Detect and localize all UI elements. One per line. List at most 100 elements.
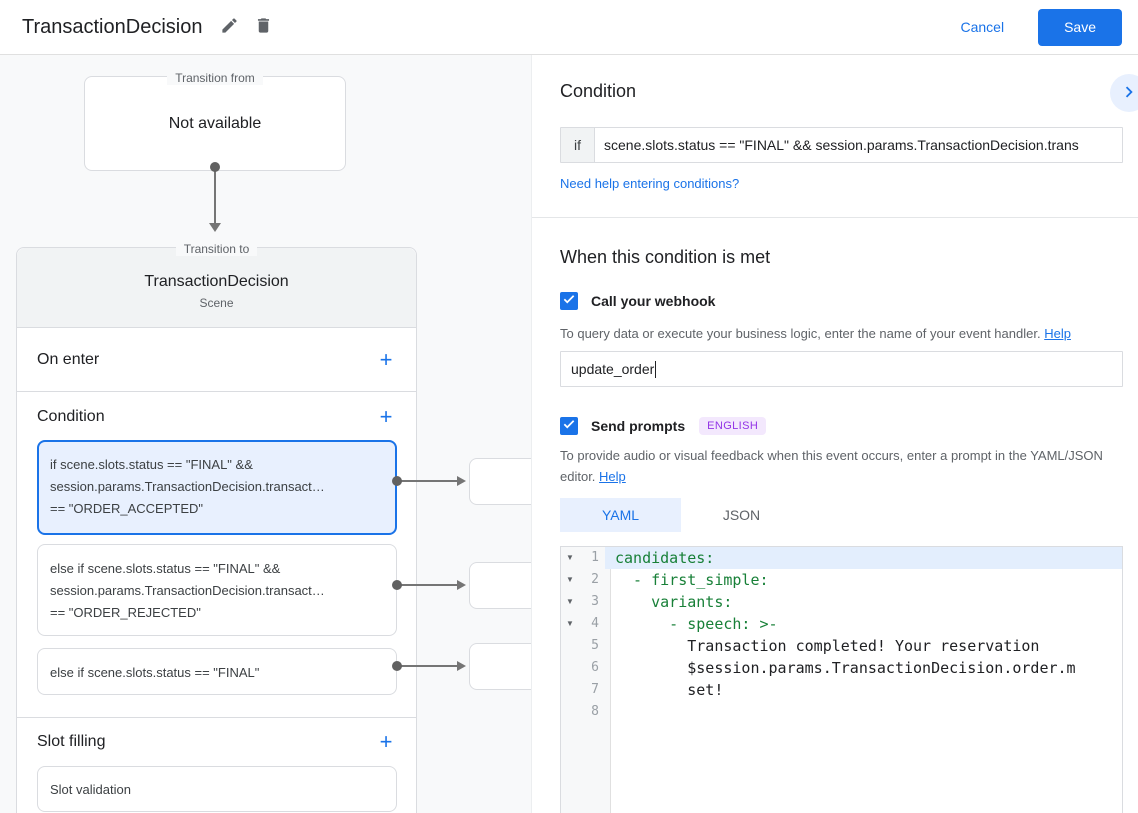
text-cursor bbox=[655, 360, 657, 378]
cancel-button[interactable]: Cancel bbox=[944, 11, 1020, 43]
webhook-checkbox-row: Call your webhook bbox=[560, 292, 715, 310]
on-enter-label: On enter bbox=[37, 350, 100, 368]
add-slot-filling-button[interactable]: + bbox=[370, 726, 402, 758]
arrow-right-icon bbox=[457, 661, 466, 671]
transition-to-box: Transition to TransactionDecision Scene … bbox=[16, 242, 417, 813]
tab-yaml[interactable]: YAML bbox=[560, 498, 681, 532]
webhook-help-link[interactable]: Help bbox=[1044, 326, 1071, 341]
webhook-checkbox[interactable] bbox=[560, 292, 578, 310]
slot-filling-label: Slot filling bbox=[37, 733, 106, 750]
line-number: 4 bbox=[591, 616, 599, 631]
arrow-right-icon bbox=[457, 580, 466, 590]
line-number: 7 bbox=[591, 682, 599, 697]
code-text: Transaction completed! Your reservation bbox=[615, 637, 1040, 655]
fold-toggle-icon[interactable]: ▼ bbox=[566, 619, 574, 628]
add-on-enter-button[interactable]: + bbox=[370, 344, 402, 376]
save-button[interactable]: Save bbox=[1038, 8, 1122, 46]
line-number: 1 bbox=[591, 550, 599, 565]
condition-detail-panel: Condition if scene.slots.status == "FINA… bbox=[531, 55, 1138, 813]
edit-scene-button[interactable] bbox=[212, 10, 246, 44]
tab-json[interactable]: JSON bbox=[722, 507, 761, 523]
webhook-helper-text: To query data or execute your business l… bbox=[560, 323, 1071, 344]
on-enter-section: On enter + bbox=[17, 328, 416, 392]
transition-from-box: Transition from Not available bbox=[84, 71, 346, 171]
fold-toggle-icon[interactable]: ▼ bbox=[566, 597, 574, 606]
delete-scene-button[interactable] bbox=[246, 10, 280, 44]
scene-title: TransactionDecision bbox=[144, 273, 289, 290]
code-text bbox=[605, 701, 1122, 723]
code-line: ▼ 4 - speech: >- bbox=[561, 613, 1122, 635]
transition-target-box[interactable] bbox=[469, 643, 531, 690]
transition-from-legend: Transition from bbox=[85, 69, 345, 87]
webhook-helper: To query data or execute your business l… bbox=[560, 326, 1041, 341]
prompts-help-link[interactable]: Help bbox=[599, 469, 626, 484]
condition-line: == "ORDER_ACCEPTED" bbox=[50, 501, 203, 516]
connector-dot bbox=[392, 580, 402, 590]
code-line: 6 $session.params.TransactionDecision.or… bbox=[561, 657, 1122, 679]
condition-line: session.params.TransactionDecision.trans… bbox=[50, 479, 325, 494]
prompts-label: Send prompts bbox=[591, 418, 686, 434]
fold-toggle-icon[interactable]: ▼ bbox=[566, 575, 574, 584]
prompts-checkbox-row: Send prompts ENGLISH bbox=[560, 417, 767, 435]
fold-spacer bbox=[561, 679, 579, 701]
connector-line bbox=[397, 480, 458, 482]
condition-line: if scene.slots.status == "FINAL" && bbox=[50, 457, 253, 472]
condition-section-header: Condition + bbox=[17, 394, 416, 440]
section-divider bbox=[532, 217, 1138, 218]
flow-canvas: Transition from Not available Transition… bbox=[0, 55, 531, 813]
prompts-checkbox[interactable] bbox=[560, 417, 578, 435]
code-line: ▼ 2 - first_simple: bbox=[561, 569, 1122, 591]
condition-card-rejected[interactable]: else if scene.slots.status == "FINAL" &&… bbox=[37, 544, 397, 636]
fold-spacer bbox=[561, 657, 579, 679]
condition-help-link[interactable]: Need help entering conditions? bbox=[560, 176, 740, 191]
condition-card-final[interactable]: else if scene.slots.status == "FINAL" bbox=[37, 648, 397, 695]
checkmark-icon bbox=[562, 417, 576, 436]
connector-line bbox=[397, 584, 458, 586]
scene-subtitle: Scene bbox=[199, 296, 234, 310]
yaml-editor[interactable]: ▼ 1 candidates: ▼ 2 - first_simple: ▼ 3 … bbox=[560, 546, 1123, 813]
condition-card-list: if scene.slots.status == "FINAL" && sess… bbox=[17, 440, 416, 718]
condition-line: == "ORDER_REJECTED" bbox=[50, 605, 201, 620]
add-condition-button[interactable]: + bbox=[370, 401, 402, 433]
code-text: - speech: >- bbox=[615, 615, 778, 633]
slot-filling-section-header: Slot filling + bbox=[17, 718, 416, 766]
fold-toggle-icon[interactable]: ▼ bbox=[566, 553, 574, 562]
if-prefix-label: if bbox=[561, 128, 595, 162]
top-bar: TransactionDecision Cancel Save bbox=[0, 0, 1138, 55]
transition-target-box[interactable] bbox=[469, 562, 531, 609]
condition-expression-input[interactable]: scene.slots.status == "FINAL" && session… bbox=[604, 137, 1079, 153]
collapse-panel-button[interactable] bbox=[1110, 74, 1138, 112]
code-text: $session.params.TransactionDecision.orde… bbox=[615, 659, 1076, 677]
connector-dot bbox=[210, 162, 220, 172]
code-text: candidates: bbox=[605, 547, 1122, 569]
line-number: 5 bbox=[591, 638, 599, 653]
language-badge: ENGLISH bbox=[699, 417, 767, 435]
connector-line bbox=[397, 665, 458, 667]
page-title: TransactionDecision bbox=[22, 15, 203, 38]
condition-line: session.params.TransactionDecision.trans… bbox=[50, 583, 325, 598]
line-number: 8 bbox=[591, 704, 599, 719]
condition-card-accepted[interactable]: if scene.slots.status == "FINAL" && sess… bbox=[37, 440, 397, 535]
fold-spacer bbox=[561, 635, 579, 657]
condition-label: Condition bbox=[37, 408, 105, 425]
transition-target-box[interactable] bbox=[469, 458, 531, 505]
scene-header: TransactionDecision Scene bbox=[17, 248, 416, 328]
webhook-label: Call your webhook bbox=[591, 293, 716, 309]
slot-validation-card[interactable]: Slot validation bbox=[37, 766, 397, 812]
condition-line: else if scene.slots.status == "FINAL" && bbox=[50, 561, 281, 576]
code-line: 8 bbox=[561, 701, 1122, 723]
code-text: set! bbox=[615, 681, 724, 699]
code-line: 5 Transaction completed! Your reservatio… bbox=[561, 635, 1122, 657]
line-number: 6 bbox=[591, 660, 599, 675]
line-number: 3 bbox=[591, 594, 599, 609]
connector-dot bbox=[392, 476, 402, 486]
trash-icon bbox=[254, 16, 273, 38]
code-text: - first_simple: bbox=[615, 571, 769, 589]
editor-tabs: YAML JSON bbox=[560, 498, 802, 532]
event-handler-input[interactable]: update_order bbox=[560, 351, 1123, 387]
connector-dot bbox=[392, 661, 402, 671]
condition-line: else if scene.slots.status == "FINAL" bbox=[50, 665, 260, 680]
condition-expression-row: if scene.slots.status == "FINAL" && sess… bbox=[560, 127, 1123, 163]
code-line: ▼ 3 variants: bbox=[561, 591, 1122, 613]
